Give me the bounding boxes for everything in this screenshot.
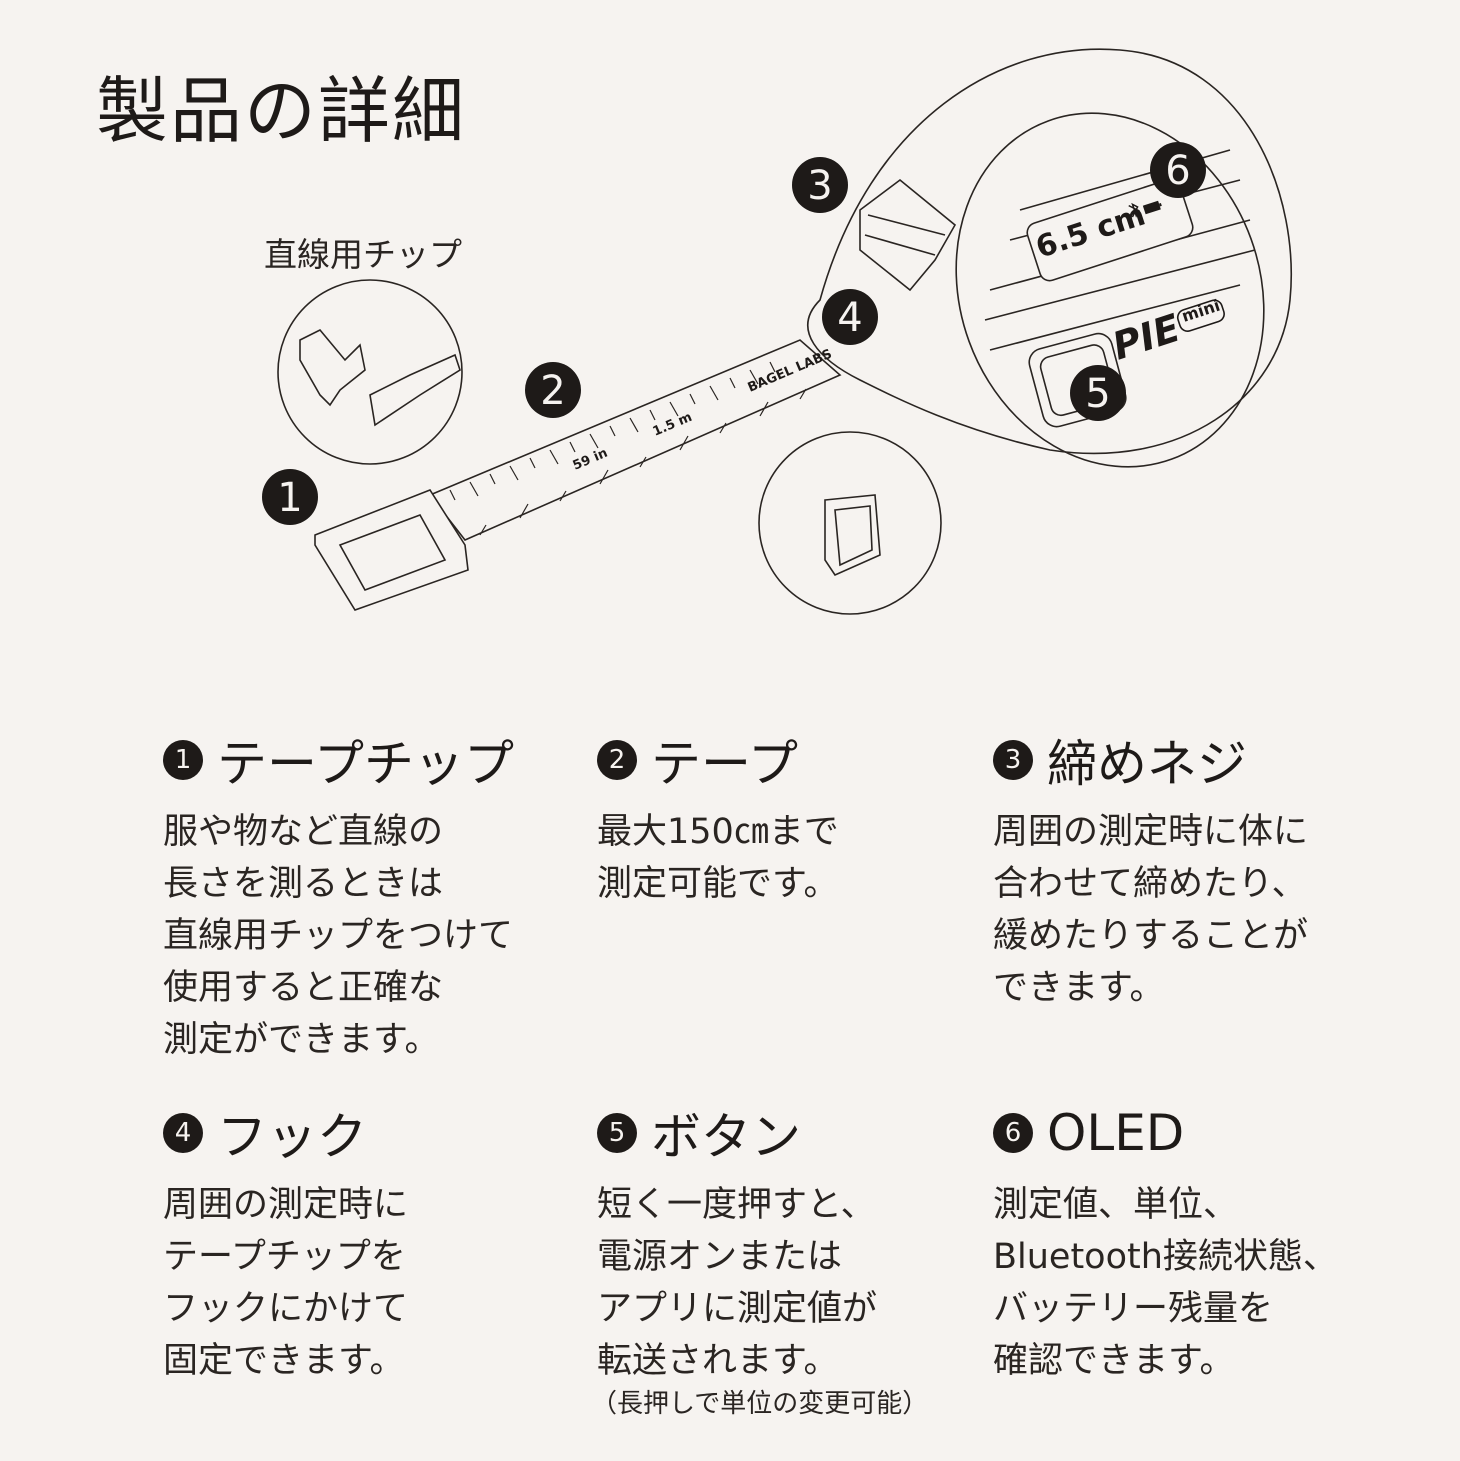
clamp-screw [859,178,957,292]
straight-tip-label: 直線用チップ [264,235,462,274]
feature-tape-tip: 1 テープチップ 服や物など直線の 長さを測るときは 直線用チップをつけて 使用す… [163,730,563,1066]
feature-title: テープ [651,735,798,793]
badge-3: 3 [792,157,848,213]
feature-number: 4 [163,1113,203,1153]
feature-description: 短く一度押すと、 電源オンまたは アプリに測定値が 転送されます。 [597,1185,878,1381]
badge-6: 6 [1150,142,1206,198]
feature-title: OLED [1047,1104,1185,1162]
svg-text:2: 2 [540,368,565,414]
svg-text:6: 6 [1165,148,1190,194]
svg-text:1: 1 [277,475,302,521]
svg-text:5: 5 [1085,371,1110,417]
svg-text:4: 4 [837,295,862,341]
badge-1: 1 [262,469,318,525]
page-title: 製品の詳細 [96,69,467,153]
brand-logo: PIE [1107,306,1185,369]
feature-description: 周囲の測定時に体に 合わせて締めたり、 緩めたりすることが できます。 [993,812,1309,1008]
feature-description: 最大150㎝まで 測定可能です。 [597,812,839,904]
feature-number: 5 [597,1113,637,1153]
feature-hook: 4 フック 周囲の測定時に テープチップを フックにかけて 固定できます。 [163,1103,563,1387]
feature-number: 3 [993,740,1033,780]
tape-ticks [449,361,807,536]
feature-tape: 2 テープ 最大150㎝まで 測定可能です。 [597,730,997,910]
feature-description: 周囲の測定時に テープチップを フックにかけて 固定できます。 [163,1185,409,1381]
bluetooth-icon [1128,202,1140,218]
feature-description: 測定値、単位、 Bluetooth接続状態、 バッテリー残量を 確認できます。 [993,1185,1338,1381]
feature-number: 1 [163,740,203,780]
badge-4: 4 [822,289,878,345]
tape-tip [314,489,469,611]
feature-number: 6 [993,1113,1033,1153]
feature-title: 締めネジ [1047,735,1247,793]
feature-note: （長押しで単位の変更可能） [591,1389,929,1419]
hook-inset [758,431,942,615]
feature-screw: 3 締めネジ 周囲の測定時に体に 合わせて締めたり、 緩めたりすることが できます… [993,730,1393,1014]
device-body [807,48,1292,455]
feature-description: 服や物など直線の 長さを測るときは 直線用チップをつけて 使用すると正確な 測定… [163,812,514,1060]
feature-oled: 6 OLED 測定値、単位、 Bluetooth接続状態、 バッテリー残量を 確認… [993,1103,1393,1387]
tape-strip [428,339,842,541]
feature-number: 2 [597,740,637,780]
brand-model: mini [1179,296,1222,326]
product-diagram: 6.5 cm PIE mini BAGEL LABS 59 in 1.5 m 1… [262,48,1292,615]
badge-2: 2 [525,362,581,418]
battery-icon [1142,200,1162,215]
feature-title: ボタン [651,1108,801,1166]
feature-button: 5 ボタン 短く一度押すと、 電源オンまたは アプリに測定値が 転送されます。 （… [591,1103,997,1421]
feature-title: テープチップ [217,735,514,793]
device-face [955,112,1265,468]
tip-inset [277,279,463,465]
badge-5: 5 [1070,365,1126,421]
feature-title: フック [217,1108,367,1166]
svg-text:3: 3 [807,163,832,209]
